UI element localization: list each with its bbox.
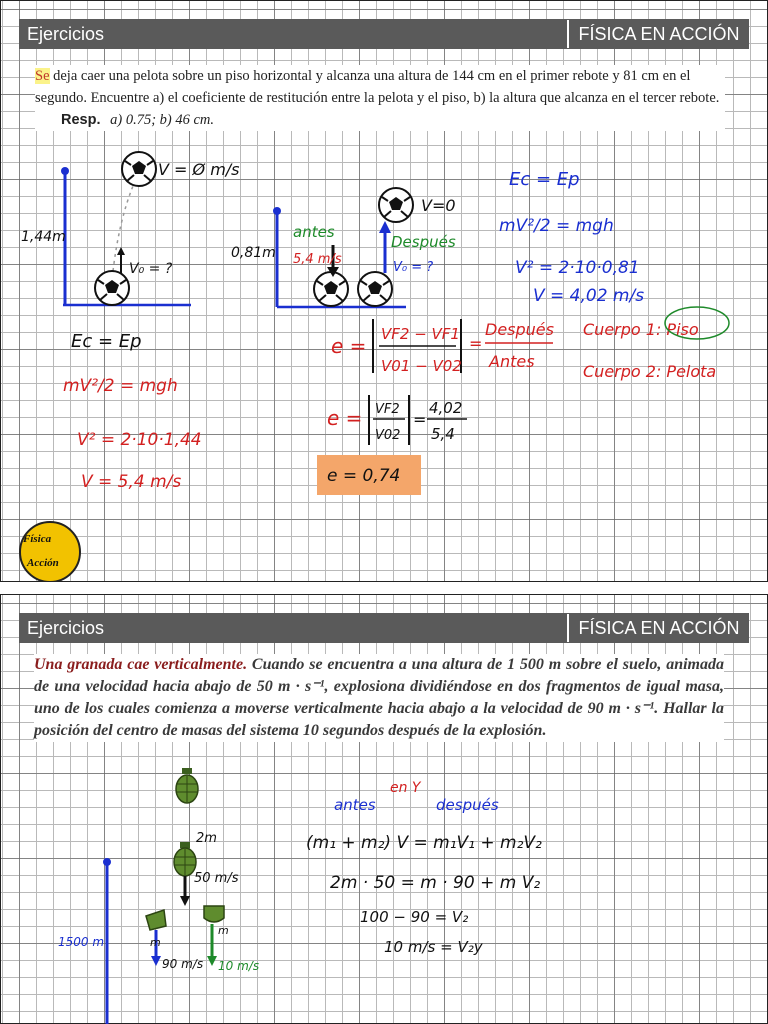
- despues-word: Después: [485, 320, 554, 339]
- equation-4: 10 m/s = V₂y: [384, 938, 484, 956]
- soccer-ball-icon: [313, 271, 349, 307]
- v0-right: V₀ = ?: [393, 260, 433, 275]
- antes-velocity: 5,4 m/s: [293, 252, 342, 267]
- logo-line-1: Física: [23, 533, 52, 545]
- soccer-ball-icon: [357, 271, 393, 307]
- resp-label: Resp.: [61, 112, 101, 128]
- cuerpo-1: Cuerpo 1: Piso: [583, 320, 699, 339]
- header-title: Ejercicios: [27, 617, 105, 638]
- ec-ep-blue: Ec = Ep: [509, 169, 580, 190]
- header-title: Ejercicios: [27, 23, 105, 44]
- antes-label: antes: [334, 796, 376, 814]
- grenade-fragment-icon: [145, 908, 167, 931]
- antes-label: antes: [293, 223, 335, 241]
- problem-text-2: Cuando se encuentra a una altura de 1 50…: [34, 656, 725, 739]
- e-symbol-2: e =: [327, 406, 362, 430]
- v50-label: 50 m/s: [194, 871, 239, 886]
- eq-red-1: mV²/2 = mgh: [63, 376, 178, 396]
- e-denominator: V01 − V02: [381, 357, 462, 375]
- m-right: m: [218, 924, 229, 937]
- header-brand: FÍSICA EN ACCIÓN: [567, 20, 749, 48]
- label-2m: 2m: [196, 831, 217, 846]
- svg-text:V02: V02: [375, 428, 400, 443]
- eq-red-2: V² = 2·10·1,44: [77, 430, 202, 450]
- answer-highlight-box: [317, 455, 421, 495]
- soccer-ball-icon: [378, 187, 414, 223]
- eq-blue-2: V² = 2·10·0,81: [515, 258, 640, 278]
- despues-label: Después: [391, 233, 456, 251]
- resp-value: a) 0.75; b) 46 cm.: [110, 112, 215, 128]
- soccer-ball-icon: [94, 270, 130, 306]
- grenade-icon: [173, 842, 197, 877]
- problem-first-sentence: Una granada cae verticalmente.: [34, 656, 248, 673]
- problem-statement: Se deja caer una pelota sobre un piso ho…: [35, 65, 725, 131]
- soccer-ball-icon: [121, 151, 157, 187]
- highlight-word: Se: [35, 68, 50, 84]
- equation-2: 2m · 50 = m · 90 + m V₂: [330, 873, 540, 893]
- solution-drawing: V = Ø m/s 1,44m V₀ = ? 0,81m antes 5,4 m…: [21, 151, 730, 492]
- e-result: e = 0,74: [327, 466, 400, 486]
- equation-3: 100 − 90 = V₂: [360, 908, 468, 926]
- fisica-accion-logo-icon: Física Acción: [19, 521, 81, 581]
- grenade-fragment-icon: [203, 905, 225, 923]
- e-equals: =: [469, 334, 482, 353]
- m-left: m: [150, 936, 161, 949]
- eq-blue-1: mV²/2 = mgh: [499, 216, 614, 236]
- despues-label: después: [436, 796, 499, 814]
- v0-left: V₀ = ?: [129, 261, 173, 277]
- height-label-left: 1,44m: [21, 229, 66, 245]
- slide-header: Ejercicios FÍSICA EN ACCIÓN: [19, 613, 749, 643]
- problem-statement-2: Una granada cae verticalmente. Cuando se…: [34, 654, 724, 742]
- logo-line-2: Acción: [27, 557, 59, 569]
- equation-1: (m₁ + m₂) V = m₁V₁ + m₂V₂: [306, 833, 542, 853]
- eq-blue-3: V = 4,02 m/s: [533, 286, 644, 306]
- header-brand: FÍSICA EN ACCIÓN: [567, 614, 749, 642]
- v10-label: 10 m/s: [218, 959, 259, 973]
- e-numerator: VF2 − VF1: [381, 325, 460, 343]
- problem-text: deja caer una pelota sobre un piso horiz…: [35, 68, 720, 106]
- antes-word: Antes: [488, 352, 535, 371]
- svg-text:4,02: 4,02: [429, 399, 462, 417]
- e-symbol: e =: [331, 334, 366, 358]
- ec-ep-black: Ec = Ep: [71, 331, 142, 352]
- ball-top-velocity: V = Ø m/s: [158, 160, 240, 179]
- svg-text:5,4: 5,4: [431, 425, 455, 443]
- en-y-label: en Y: [390, 780, 422, 796]
- slide-1: Ejercicios FÍSICA EN ACCIÓN Se deja caer…: [0, 0, 768, 582]
- eq-red-3: V = 5,4 m/s: [81, 472, 181, 492]
- v-zero: V=0: [421, 196, 456, 215]
- cuerpo-2: Cuerpo 2: Pelota: [583, 362, 716, 381]
- height-label: 1500 m: [58, 935, 104, 949]
- grenade-icon: [175, 768, 199, 804]
- svg-text:VF2: VF2: [375, 402, 400, 417]
- slide-header: Ejercicios FÍSICA EN ACCIÓN: [19, 19, 749, 49]
- svg-text:=: =: [413, 410, 426, 429]
- height-label-right: 0,81m: [231, 245, 276, 261]
- v90-label: 90 m/s: [162, 957, 203, 971]
